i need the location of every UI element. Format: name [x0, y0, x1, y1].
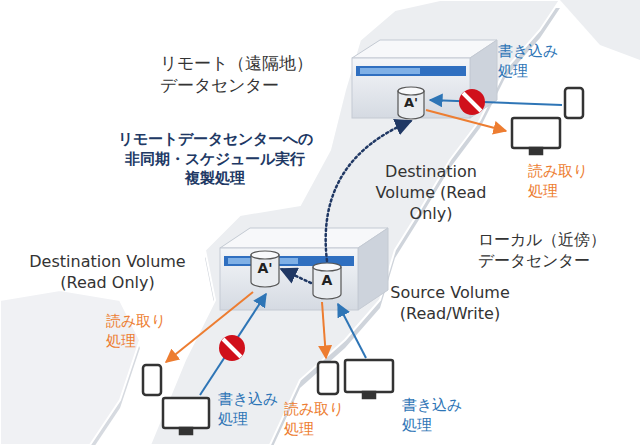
volume-letter: A'	[250, 259, 280, 277]
volume-letter: A'	[397, 95, 425, 112]
replication-arrow	[281, 269, 311, 283]
volume-node: A'Destination Volume (Read Only)	[250, 250, 280, 288]
operation-label: 読み取り 処理	[284, 400, 354, 439]
volume-label: Destination Volume (Read Only)	[5, 252, 210, 294]
operation-label: 読み取り 処理	[106, 312, 176, 351]
volume-label: Destination Volume (Read Only)	[370, 162, 492, 224]
volume-node: A'Destination Volume (Read Only)	[397, 86, 425, 120]
operation-label: 書き込み 処理	[218, 390, 288, 429]
volume-letter: A	[312, 271, 342, 289]
remote-server-box	[352, 40, 497, 118]
operation-label: 書き込み 処理	[402, 396, 472, 435]
edge-label: リモートデータセンターへの 非同期・スケジュール実行 複製処理	[106, 130, 324, 189]
volume-node: ASource Volume (Read/Write)	[312, 262, 342, 300]
volume-label: Source Volume (Read/Write)	[383, 283, 517, 325]
datacenter-label: ローカル（近傍） データセンター	[478, 230, 630, 272]
datacenter-label: リモート（遠隔地） データセンター	[160, 52, 340, 96]
operation-label: 読み取り 処理	[528, 162, 598, 201]
operation-label: 書き込み 処理	[498, 42, 568, 81]
datacenter-node: リモート（遠隔地） データセンターA'Destination Volume (R…	[352, 40, 497, 122]
datacenter-node: ローカル（近傍） データセンターA'Destination Volume (Re…	[220, 228, 388, 310]
